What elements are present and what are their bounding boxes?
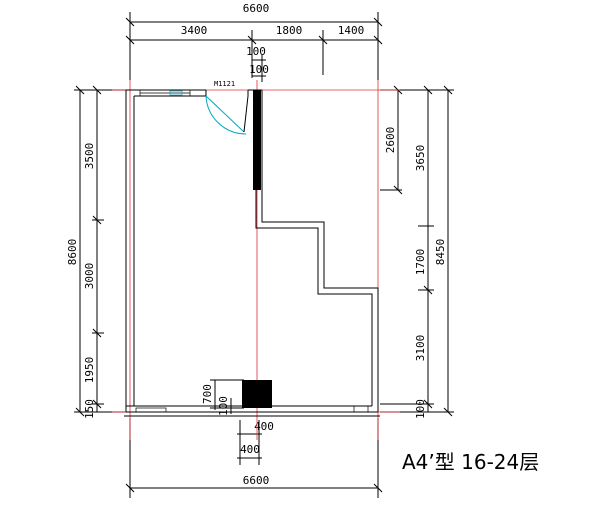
top-seg1-dim: 3400 xyxy=(181,24,208,37)
left-total-dim: 8600 xyxy=(66,239,79,266)
left-seg3-dim: 1950 xyxy=(83,357,96,384)
inner-a-dim: 700 xyxy=(201,384,214,404)
top-total-dim: 6600 xyxy=(243,2,270,15)
left-seg1-dim: 3500 xyxy=(83,143,96,170)
right-seg4-dim: 100 xyxy=(414,399,427,419)
top-window xyxy=(139,89,191,97)
top-wall2-dim: 100 xyxy=(249,63,269,76)
door xyxy=(205,95,249,135)
right-seg2-dim: 1700 xyxy=(414,249,427,276)
top-wall1-dim: 100 xyxy=(246,45,266,58)
partition-wall xyxy=(253,90,261,190)
right-seg3-dim: 3100 xyxy=(414,335,427,362)
bottom-seg-lower-dim: 400 xyxy=(240,443,260,456)
top-dimension-lines xyxy=(125,12,383,82)
right-seg-a-dim: 3650 xyxy=(414,145,427,172)
left-seg2-dim: 3000 xyxy=(83,263,96,290)
top-seg2-dim: 1800 xyxy=(276,24,303,37)
bottom-total-dim: 6600 xyxy=(243,474,270,487)
bottom-window xyxy=(135,405,369,413)
right-seg1-dim: 2600 xyxy=(384,127,397,154)
drawing-title: A4’型 16-24层 xyxy=(402,450,539,474)
door-tag: M1121 xyxy=(214,80,235,88)
shaft-block xyxy=(242,380,272,408)
right-dimension-lines xyxy=(380,85,454,417)
right-total-dim: 8450 xyxy=(434,239,447,266)
bottom-seg-upper-dim: 400 xyxy=(254,420,274,433)
walls xyxy=(124,89,380,417)
left-seg4-dim: 150 xyxy=(83,399,96,419)
top-seg3-dim: 1400 xyxy=(338,24,365,37)
